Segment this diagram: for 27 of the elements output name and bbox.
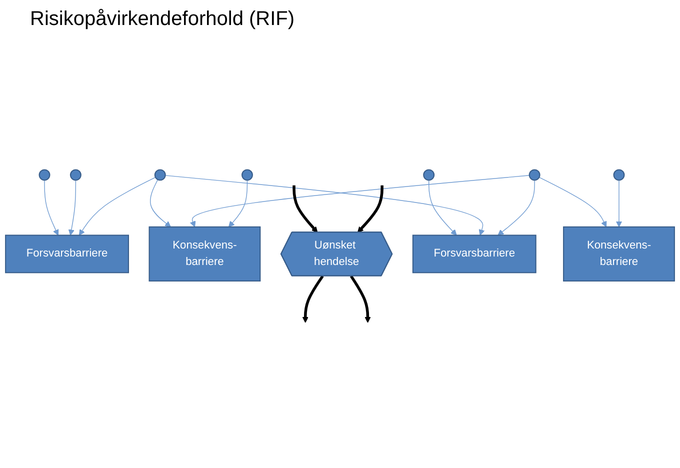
arrow xyxy=(164,175,485,236)
arrow xyxy=(350,275,371,323)
node-circle xyxy=(242,169,253,181)
diagram-title: Risikopåvirkendeforhold (RIF) xyxy=(30,8,295,31)
arrow xyxy=(292,185,318,233)
arrow xyxy=(150,179,171,228)
arrow xyxy=(78,176,156,236)
arrow xyxy=(44,180,59,236)
arrow xyxy=(302,275,324,323)
arrow xyxy=(538,176,607,228)
node-circle xyxy=(154,169,166,181)
arrow xyxy=(428,180,457,236)
node-circle xyxy=(528,169,540,181)
node-circle xyxy=(70,169,82,181)
node-box: Forsvarsbarriere xyxy=(412,234,536,274)
node-circle xyxy=(613,169,625,181)
node-box: Konsekvens-barriere xyxy=(148,226,261,282)
arrow xyxy=(228,180,248,228)
arrow xyxy=(68,180,76,236)
arrow xyxy=(190,175,530,228)
node-box: Konsekvens-barriere xyxy=(563,226,675,282)
node-circle xyxy=(423,169,435,181)
arrow xyxy=(357,185,384,233)
node-box: Forsvarsbarriere xyxy=(5,234,129,274)
arrow xyxy=(498,180,535,236)
arrow xyxy=(616,180,622,228)
node-circle xyxy=(38,169,50,181)
